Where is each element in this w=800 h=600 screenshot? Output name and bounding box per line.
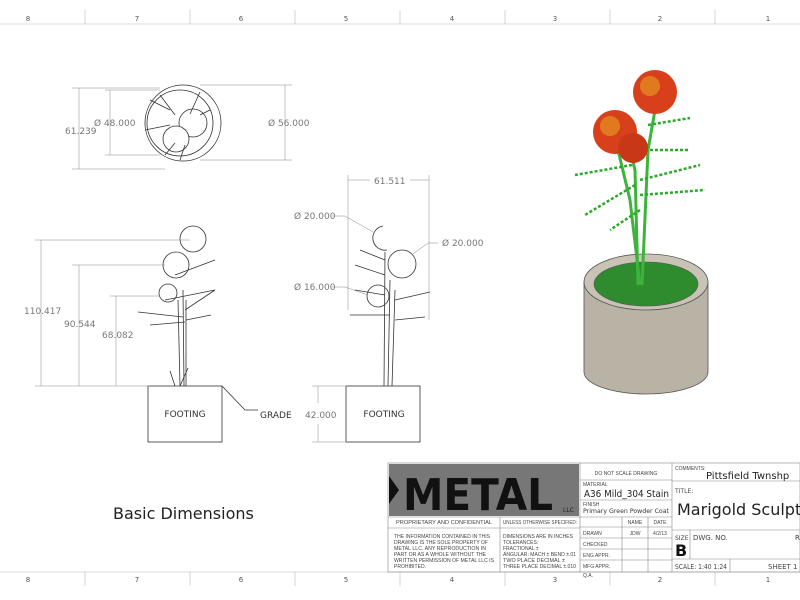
text-line: PART OR AS A WHOLE WITHOUT THE	[394, 552, 487, 558]
dim-61-239: 61.239	[65, 127, 97, 137]
zone-label: 4	[450, 15, 455, 23]
zone-label: 6	[239, 576, 244, 584]
proprietary-label: PROPRIETARY AND CONFIDENTIAL	[396, 520, 492, 526]
drawing-title: Marigold Sculptur	[677, 500, 800, 519]
sheet-label: SHEET 1 O	[768, 563, 800, 571]
zone-label: 5	[344, 15, 348, 23]
dim-110-417: 110.417	[24, 307, 61, 317]
comments-value: Pittsfield Twnshp	[706, 471, 789, 482]
dim-dia-20-right: Ø 20.000	[442, 238, 484, 249]
footing-label: FOOTING	[164, 410, 205, 420]
dim-dia-20-top: Ø 20.000	[294, 211, 336, 222]
zone-label: 3	[553, 576, 557, 584]
dwg-no-label: DWG. NO.	[693, 534, 728, 542]
text-line: ANGULAR: MACH ± BEND ±.01	[503, 552, 576, 558]
logo-text: METAL	[403, 470, 553, 521]
size-label: SIZE	[675, 535, 689, 542]
zone-label: 1	[766, 576, 770, 584]
name-header: NAME	[628, 520, 643, 526]
proprietary-text: THE INFORMATION CONTAINED IN THIS DRAWIN…	[394, 534, 495, 570]
text-line: THE INFORMATION CONTAINED IN THIS	[394, 534, 491, 540]
zone-label: 1	[766, 15, 770, 23]
zone-label: 3	[553, 15, 557, 23]
text-line: DIMENSIONS ARE IN INCHES	[503, 534, 574, 540]
size-value: B	[675, 541, 687, 560]
metal-logo: METAL LLC	[389, 464, 579, 521]
zone-label: 5	[344, 576, 348, 584]
date-header: DATE	[654, 520, 668, 526]
zone-label: 7	[135, 15, 139, 23]
row-date: 4/2/13	[653, 531, 667, 537]
text-line: WRITTEN PERMISSION OF METAL LLC IS	[394, 558, 495, 564]
side-view-dimensions	[312, 175, 438, 443]
text-line: THREE PLACE DECIMAL ±.010	[503, 564, 576, 570]
text-line: METAL LLC. ANY REPRODUCTION IN	[394, 546, 486, 552]
text-line: TWO PLACE DECIMAL ±	[503, 558, 565, 564]
tolerances-text: DIMENSIONS ARE IN INCHES TOLERANCES: FRA…	[503, 534, 576, 570]
row-label: CHECKED	[583, 542, 608, 548]
zone-label: 2	[658, 15, 662, 23]
row-name: JDW	[630, 531, 641, 537]
unless-specified-label: UNLESS OTHERWISE SPECIFIED:	[503, 520, 577, 526]
top-view	[144, 84, 222, 162]
material-value: A36 Mild_304 Stain	[584, 489, 669, 500]
zone-label: 8	[26, 15, 30, 23]
dim-68-082: 68.082	[102, 331, 134, 341]
finish-value: Primary Green Powder Coat	[583, 507, 669, 515]
dim-dia-56: Ø 56.000	[268, 118, 310, 129]
zone-label: 8	[26, 576, 30, 584]
zone-label: 6	[239, 15, 244, 23]
zone-label: 4	[450, 576, 455, 584]
comments-label: COMMENTS:	[675, 466, 706, 472]
scale-label: SCALE: 1:40 1:24	[675, 563, 727, 571]
row-label: DRAWN	[583, 531, 602, 537]
front-view-dimensions	[35, 239, 190, 387]
rev-label: R	[795, 534, 800, 542]
text-line: TOLERANCES:	[503, 540, 538, 546]
row-label: ENG APPR.	[583, 553, 610, 559]
text-line: PROHIBITED.	[394, 564, 426, 570]
approval-rows: DRAWN JDW 4/2/13 CHECKED ENG APPR. MFG A…	[583, 531, 667, 579]
material-label: MATERIAL	[583, 482, 608, 488]
logo-suffix: LLC	[563, 507, 574, 514]
dim-dia-48: Ø 48.000	[94, 118, 136, 129]
dim-90-544: 90.544	[64, 320, 96, 330]
dim-dia-16: Ø 16.000	[294, 282, 336, 293]
zone-label: 2	[658, 576, 662, 584]
sheet-title: Basic Dimensions	[113, 504, 254, 523]
side-view	[345, 225, 431, 443]
top-view-dimensions	[72, 84, 292, 170]
dim-61-511: 61.511	[374, 177, 406, 187]
zone-label: 7	[135, 576, 139, 584]
text-line: FRACTIONAL ±	[503, 546, 539, 552]
isometric-render	[574, 70, 709, 395]
do-not-scale-label: DO NOT SCALE DRAWING	[595, 471, 658, 477]
dim-42: 42.000	[305, 411, 337, 421]
text-line: DRAWING IS THE SOLE PROPERTY OF	[394, 540, 488, 546]
front-view	[137, 225, 258, 443]
row-label: Q.A.	[583, 573, 593, 579]
footing-label: FOOTING	[363, 410, 404, 420]
title-block-grid	[387, 462, 800, 573]
title-label: TITLE:	[674, 488, 693, 495]
grade-label: GRADE	[260, 411, 292, 421]
row-label: MFG APPR.	[583, 564, 610, 570]
finish-label: FINISH	[583, 502, 600, 508]
